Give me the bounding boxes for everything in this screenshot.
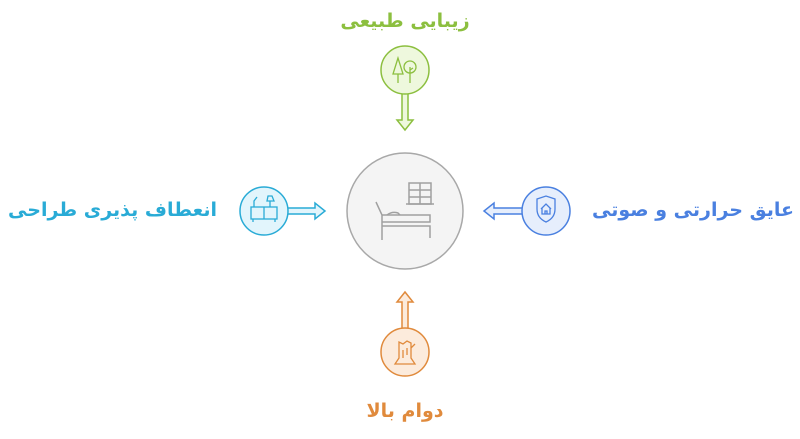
- label-natural-beauty: زیبایی طبیعی: [340, 10, 470, 32]
- bedroom-icon: [375, 182, 434, 240]
- tree-stump-icon: [393, 340, 417, 365]
- label-insulation: عایق حرارتی و صوتی: [592, 199, 794, 221]
- right-node: [482, 186, 571, 236]
- left-node: [239, 186, 327, 236]
- top-node: [380, 45, 430, 132]
- center-node: [346, 152, 464, 270]
- label-durability: دوام بالا: [366, 400, 444, 422]
- shield-home-icon: [536, 195, 556, 223]
- trees-icon: [392, 55, 417, 83]
- label-design-flexibility: انعطاف پذیری طراحی: [8, 199, 217, 221]
- bottom-node: [380, 290, 430, 377]
- furniture-icon: [250, 195, 278, 222]
